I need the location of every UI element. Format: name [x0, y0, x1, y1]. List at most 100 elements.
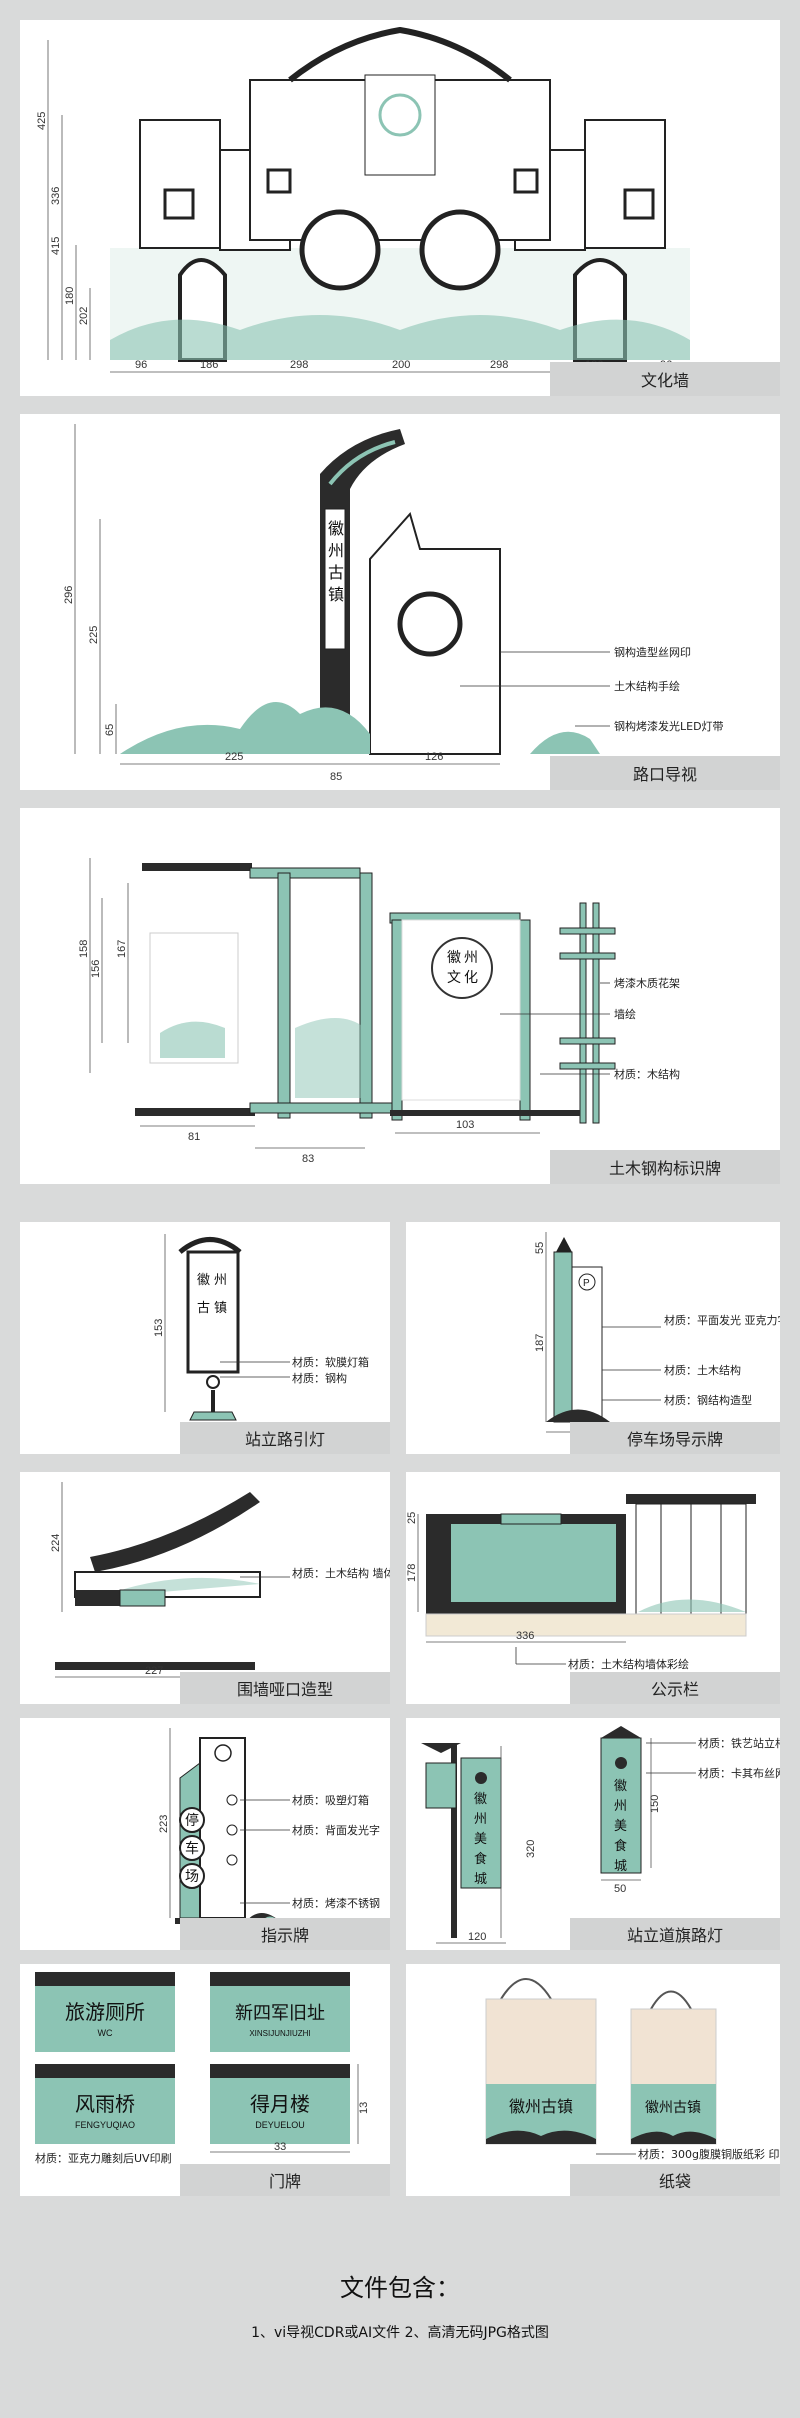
gate-width: 227 — [145, 1665, 163, 1677]
notice-material-1: 材质：土木结构墙体彩绘 — [568, 1657, 689, 1671]
door-plate-drawing: 旅游厕所 WC 新四军旧址 XINSIJUNJIUZHI 风雨桥 FENGYUQ… — [35, 1972, 370, 2165]
door-plate-material: 材质：亚克力雕刻后UV印刷 — [35, 2151, 172, 2165]
panel-road-guide: 296 225 65 徽州古镇 钢构造型丝网印 土木结构手绘 钢构烤漆发光LED… — [20, 414, 780, 790]
label-timber-sign: 土木钢构标识牌 — [550, 1150, 780, 1184]
parking-p-icon: P — [583, 1278, 590, 1289]
direction-sign-text: 停车场 — [185, 1812, 199, 1885]
door-plate-2-py: XINSIJUNJIUZHI — [249, 2029, 310, 2038]
lamp-material-2: 材质：钢构 — [292, 1371, 347, 1385]
bag-material: 材质：300g腹膜铜版纸彩 印分切制袋 — [638, 2147, 780, 2161]
flag-material-2: 材质：卡其布丝网印刷 — [698, 1766, 780, 1780]
door-plate-4-py: DEYUELOU — [255, 2120, 305, 2130]
road-material-2: 土木结构手绘 — [614, 679, 680, 693]
label-road-guide: 路口导视 — [550, 756, 780, 790]
lamp-height: 153 — [153, 1319, 165, 1337]
width-96-left: 96 — [135, 359, 147, 371]
width-200: 200 — [392, 359, 410, 371]
door-plate-3: 风雨桥 FENGYUQIAO — [35, 2064, 175, 2144]
panel-street-lamp: 153 徽州古镇 72 材质：软膜灯箱 材质：钢构 站立路引灯 — [20, 1222, 390, 1454]
flag-material-1: 材质：铁艺站立杆 — [698, 1736, 780, 1750]
footer-title: 文件包含： — [340, 2274, 460, 2302]
parking-height-55: 55 — [534, 1242, 546, 1254]
height-202: 202 — [78, 307, 90, 325]
gate-material-1: 材质：土木结构 墙体彩绘 — [292, 1566, 390, 1580]
bag-text-1: 徽州古镇 — [509, 2097, 573, 2116]
panel-door-plate: 旅游厕所 WC 新四军旧址 XINSIJUNJIUZHI 风雨桥 FENGYUQ… — [20, 1964, 390, 2196]
lamp-material-1: 材质：软膜灯箱 — [292, 1355, 369, 1369]
road-material-3: 钢构烤漆发光LED灯带 — [614, 719, 724, 733]
parking-material-3: 材质：钢结构造型 — [664, 1393, 752, 1407]
flag-height-320: 320 — [525, 1840, 537, 1858]
bag-text-2: 徽州古镇 — [645, 2100, 701, 2116]
road-guide-illustration: 徽州古镇 — [120, 429, 600, 755]
width-83: 83 — [302, 1153, 314, 1165]
height-225: 225 — [88, 626, 100, 644]
flag-width-50: 50 — [614, 1883, 626, 1895]
timber-material-3: 材质：木结构 — [614, 1067, 680, 1081]
label-flag-lamp: 站立道旗路灯 — [570, 1918, 780, 1950]
door-plate-3-cn: 风雨桥 — [75, 2092, 135, 2116]
notice-height-25: 25 — [406, 1512, 418, 1524]
height-180: 180 — [64, 287, 76, 305]
street-lamp-drawing: 153 徽州古镇 72 材质：软膜灯箱 材质：钢构 — [153, 1234, 369, 1441]
label-door-plate: 门牌 — [180, 2164, 390, 2196]
height-425: 425 — [36, 112, 48, 130]
label-street-lamp: 站立路引灯 — [180, 1422, 390, 1454]
road-material-1: 钢构造型丝网印 — [614, 645, 691, 659]
width-298-right: 298 — [490, 359, 508, 371]
height-336: 336 — [50, 187, 62, 205]
panel-notice-board: 25 178 336 材质：土木结构墙体彩绘 公示栏 — [406, 1472, 780, 1704]
width-103: 103 — [456, 1119, 474, 1131]
wall-gate-drawing: 224 227 材质：土木结构 墙体彩绘 — [50, 1482, 390, 1678]
timber-material-1: 烤漆木质花架 — [614, 976, 680, 990]
notice-height-178: 178 — [406, 1564, 418, 1582]
door-plate-width: 33 — [274, 2141, 286, 2153]
direction-drawing: 223 停车场 材质：吸塑灯箱 材质：背面发光字 材质：烤漆不锈钢 — [158, 1728, 380, 1924]
door-plate-height: 13 — [358, 2102, 370, 2114]
label-culture-wall: 文化墙 — [550, 362, 780, 396]
culture-wall-drawing: 425 336 415 180 202 96 18 — [36, 26, 690, 373]
timber-sign-illustration: 徽州文化 — [135, 863, 616, 1124]
panel-flag-lamp: 徽州美食城 320 120 徽州美食城 150 50 材质：铁艺站立杆 材质：卡… — [406, 1718, 780, 1950]
flag-width-120: 120 — [468, 1931, 486, 1943]
road-sign-char-1: 徽州古镇 — [328, 519, 344, 604]
road-guide-drawing: 296 225 65 徽州古镇 钢构造型丝网印 土木结构手绘 钢构烤漆发光LED… — [63, 424, 724, 783]
timber-material-2: 墙绘 — [614, 1007, 636, 1021]
notice-width: 336 — [516, 1630, 534, 1642]
parking-height-187: 187 — [534, 1334, 546, 1352]
notice-board-drawing: 25 178 336 材质：土木结构墙体彩绘 — [406, 1494, 756, 1671]
door-plate-2-cn: 新四军旧址 — [235, 2003, 325, 2024]
panel-parking: 55 187 P 95 材质：平面发光 亚克力字 材质：土木结构 材质：钢结构造… — [406, 1222, 780, 1454]
width-81: 81 — [188, 1131, 200, 1143]
flag-text-1: 徽州美食城 — [474, 1792, 487, 1887]
direction-material-1: 材质：吸塑灯箱 — [292, 1793, 369, 1807]
round-sign-text: 徽州文化 — [447, 950, 478, 986]
label-direction: 指示牌 — [180, 1918, 390, 1950]
door-plate-4-cn: 得月楼 — [250, 2092, 310, 2116]
width-126: 126 — [425, 751, 443, 763]
label-wall-gate: 围墙哑口造型 — [180, 1672, 390, 1704]
lamp-sign-text: 徽州古镇 — [197, 1273, 227, 1316]
height-415: 415 — [50, 237, 62, 255]
label-notice-board: 公示栏 — [570, 1672, 780, 1704]
height-158: 158 — [78, 940, 90, 958]
panel-direction: 223 停车场 材质：吸塑灯箱 材质：背面发光字 材质：烤漆不锈钢 指示牌 — [20, 1718, 390, 1950]
footer-line: 1、vi导视CDR或AI文件 2、高清无码JPG格式图 — [251, 2325, 549, 2341]
label-paper-bag: 纸袋 — [570, 2164, 780, 2196]
height-296: 296 — [63, 586, 75, 604]
height-167: 167 — [116, 940, 128, 958]
panel-paper-bag: 徽州古镇 徽州古镇 材质：300g腹膜铜版纸彩 印分切制袋 纸袋 — [406, 1964, 780, 2196]
parking-material-2: 材质：土木结构 — [664, 1363, 741, 1377]
parking-drawing: 55 187 P 95 材质：平面发光 亚克力字 材质：土木结构 材质：钢结构造… — [534, 1232, 780, 1447]
panel-timber-sign: 158 167 156 徽州文化 — [20, 808, 780, 1184]
width-225: 225 — [225, 751, 243, 763]
direction-height: 223 — [158, 1815, 170, 1833]
width-298-left: 298 — [290, 359, 308, 371]
door-plate-2: 新四军旧址 XINSIJUNJIUZHI — [210, 1972, 350, 2052]
height-65: 65 — [104, 724, 116, 736]
flag-text-2: 徽州美食城 — [614, 1779, 627, 1874]
parking-material-1: 材质：平面发光 亚克力字 — [664, 1313, 780, 1327]
door-plate-4: 得月楼 DEYUELOU — [210, 2064, 350, 2144]
flag-lamp-drawing: 徽州美食城 320 120 徽州美食城 150 50 材质：铁艺站立杆 材质：卡… — [421, 1726, 780, 1944]
panel-wall-gate: 224 227 材质：土木结构 墙体彩绘 围墙哑口造型 — [20, 1472, 390, 1704]
